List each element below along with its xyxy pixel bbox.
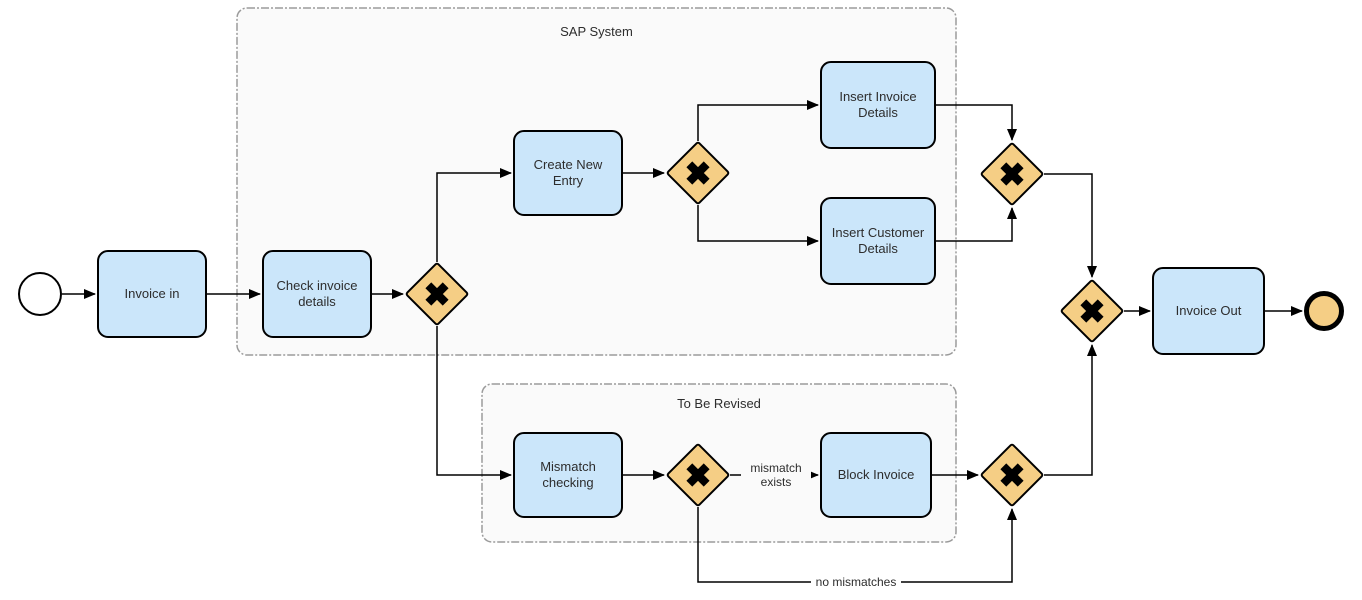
flow-insert-customer-to-gateway3[interactable] [936, 207, 1017, 242]
task-insert-invoice-details-label: Insert Invoice Details [839, 88, 917, 120]
x-marker [686, 463, 710, 487]
flow-gateway6-to-merge-gateway[interactable] [1044, 344, 1097, 476]
task-create-new-entry[interactable]: Create New Entry [513, 130, 623, 216]
group-to-be-revised-label: To Be Revised [677, 396, 761, 411]
task-create-new-entry-label: Create New Entry [533, 156, 603, 188]
end-event[interactable] [1304, 291, 1344, 331]
xor-gateway-icon [1060, 279, 1124, 343]
xor-gateway-icon [666, 141, 730, 205]
task-insert-customer-details[interactable]: Insert Customer Details [820, 197, 936, 285]
task-mismatch-checking[interactable]: Mismatch checking [513, 432, 623, 518]
flow-gateway1-to-create-entry[interactable] [436, 168, 512, 262]
flow-label-mismatch-exists: mismatch exists [741, 461, 811, 490]
xor-gateway-merge-final[interactable] [1059, 278, 1125, 344]
group-sap-system-label: SAP System [560, 24, 633, 39]
xor-gateway-join-revised[interactable] [979, 442, 1045, 508]
x-marker [1000, 463, 1024, 487]
task-insert-invoice-details[interactable]: Insert Invoice Details [820, 61, 936, 149]
xor-gateway-join-sap[interactable] [979, 141, 1045, 207]
task-check-invoice-details[interactable]: Check invoice details [262, 250, 372, 338]
task-invoice-out-label: Invoice Out [1175, 302, 1242, 318]
xor-gateway-split-sap[interactable] [665, 140, 731, 206]
xor-gateway-icon [666, 443, 730, 507]
x-marker [425, 282, 449, 306]
flow-insert-invoice-to-gateway3[interactable] [936, 104, 1017, 141]
task-block-invoice-label: Block Invoice [837, 466, 915, 482]
xor-gateway-mismatch-decision[interactable] [665, 442, 731, 508]
xor-gateway-icon [980, 443, 1044, 507]
flow-gateway2-to-insert-invoice[interactable] [697, 100, 819, 141]
start-event[interactable] [18, 272, 62, 316]
xor-gateway-split-main[interactable] [404, 261, 470, 327]
x-marker [1080, 299, 1104, 323]
x-marker [1000, 162, 1024, 186]
flow-label-no-mismatches: no mismatches [811, 575, 901, 590]
flow-gateway1-to-mismatch-checking[interactable] [436, 326, 512, 480]
flow-gateway2-to-insert-customer[interactable] [697, 205, 819, 246]
task-invoice-in[interactable]: Invoice in [97, 250, 207, 338]
task-insert-customer-details-label: Insert Customer Details [831, 224, 925, 256]
flow-gateway3-to-merge-gateway[interactable] [1044, 173, 1097, 278]
x-marker [686, 161, 710, 185]
xor-gateway-icon [980, 142, 1044, 206]
task-invoice-in-label: Invoice in [124, 285, 180, 301]
task-block-invoice[interactable]: Block Invoice [820, 432, 932, 518]
xor-gateway-icon [405, 262, 469, 326]
task-check-invoice-details-label: Check invoice details [276, 277, 358, 309]
task-invoice-out[interactable]: Invoice Out [1152, 267, 1265, 355]
task-mismatch-checking-label: Mismatch checking [540, 458, 596, 490]
